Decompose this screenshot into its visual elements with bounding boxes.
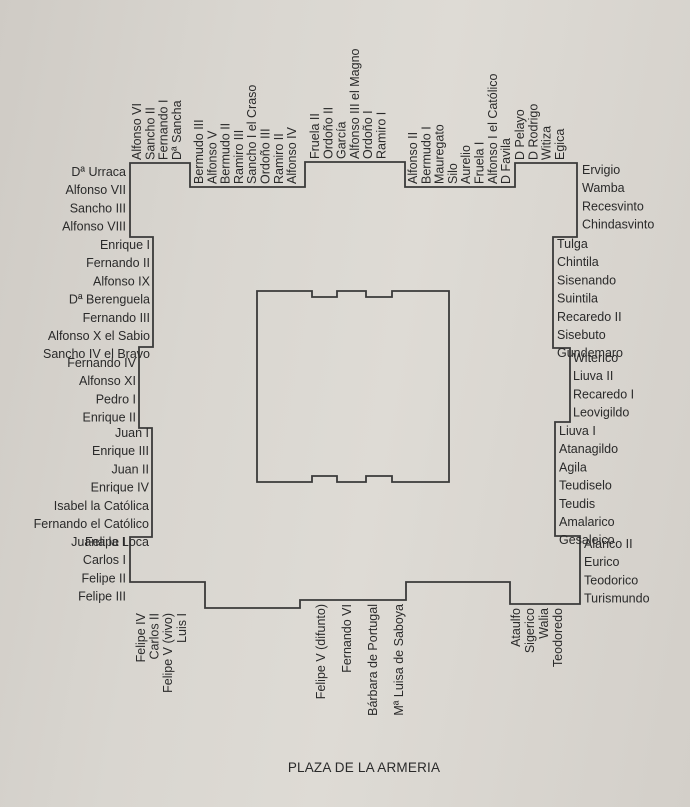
king-label: Fernando el Católico: [34, 517, 149, 531]
king-label: Ervigio: [582, 163, 620, 177]
king-label: Luis I: [175, 613, 189, 643]
king-label: Witerico: [573, 351, 618, 365]
king-label: Alfonso V: [205, 130, 219, 184]
king-label: Alfonso VI: [130, 103, 144, 160]
king-label: Felipe V (difunto): [314, 604, 328, 699]
king-label: Sancho IV el Bravo: [43, 347, 150, 361]
king-label: Carlos II: [148, 613, 162, 660]
king-label: Dª Urraca: [71, 165, 126, 179]
king-label: Alfonso VII: [66, 183, 126, 197]
king-label: Bermudo I: [419, 126, 433, 184]
king-label: Sancho I el Craso: [245, 85, 259, 184]
king-label: Fruela II: [308, 113, 322, 159]
king-label: Liuva II: [573, 369, 613, 383]
king-label: Sisenando: [557, 273, 616, 287]
king-label: Teudiselo: [559, 479, 612, 493]
king-label: Ramiro III: [232, 130, 246, 184]
king-label: Fernando II: [86, 256, 150, 270]
king-label: Alfonso I el Católico: [486, 73, 500, 184]
king-label: Mauregato: [433, 124, 447, 184]
king-label: Felipe IV: [134, 612, 148, 662]
king-label: Suintila: [557, 292, 598, 306]
king-label: Alfonso VIII: [62, 220, 126, 234]
king-label: Aurelio: [459, 145, 473, 184]
king-label: Witiza: [540, 126, 554, 160]
king-label: Recaredo I: [573, 387, 634, 401]
king-label: Fernando IV: [67, 356, 136, 370]
king-label: Mª Luisa de Saboya: [392, 604, 406, 716]
king-label: Alfonso IX: [93, 274, 151, 288]
king-label: Isabel la Católica: [54, 499, 149, 513]
king-label: Eurico: [584, 555, 619, 569]
king-label: Gesaleico: [559, 533, 615, 547]
king-label: Bermudo III: [192, 119, 206, 184]
king-label: Fernando VI: [340, 604, 354, 673]
king-label: Carlos I: [83, 553, 126, 567]
king-label: Alfonso II: [406, 132, 420, 184]
king-label: Alarico II: [584, 537, 633, 551]
king-label: Liuva I: [559, 424, 596, 438]
king-label: Ramiro II: [272, 133, 286, 184]
king-label: Enrique III: [92, 444, 149, 458]
king-label: Atanagildo: [559, 442, 618, 456]
king-label: Walia: [537, 608, 551, 639]
king-label: García: [335, 121, 349, 159]
king-label: Leovigildo: [573, 406, 629, 420]
king-label: Juan II: [111, 462, 149, 476]
king-label: Alfonso IV: [285, 126, 299, 184]
king-label: D Favila: [499, 138, 513, 184]
king-label: D Pelayo: [513, 109, 527, 160]
king-label: Bárbara de Portugal: [366, 604, 380, 716]
palace-outline: [129, 161, 581, 609]
king-label: Alfonso III el Magno: [348, 48, 362, 159]
king-label: Felipe II: [82, 571, 126, 585]
king-label: Recesvinto: [582, 199, 644, 213]
king-label: Teodorico: [584, 573, 638, 587]
king-label: Fernando III: [83, 311, 150, 325]
king-label: Sancho III: [70, 201, 126, 215]
king-label: Dª Sancha: [170, 100, 184, 160]
king-label: Enrique IV: [91, 481, 150, 495]
king-label: Fruela I: [473, 142, 487, 184]
king-label: Wamba: [582, 181, 625, 195]
king-label: Enrique II: [82, 411, 136, 425]
king-label: Sisebuto: [557, 328, 606, 342]
king-label: Dª Berenguela: [69, 293, 150, 307]
king-label: Ordoño II: [321, 107, 335, 159]
courtyard-outline: [256, 290, 450, 483]
king-label: Alfonso X el Sabio: [48, 329, 150, 343]
king-label: Sigerico: [523, 608, 537, 653]
king-label: Tulga: [557, 237, 588, 251]
king-label: Juana la Loca: [71, 535, 149, 549]
king-label: Teodoredo: [551, 608, 565, 667]
king-label: Juan I: [115, 426, 149, 440]
king-label: Ordoño I: [361, 110, 375, 159]
king-label: Chindasvinto: [582, 218, 654, 232]
king-label: Bermudo II: [219, 123, 233, 184]
king-label: Alfonso XI: [79, 374, 136, 388]
king-label: Felipe I: [85, 535, 126, 549]
king-label: Fernando I: [157, 100, 171, 160]
king-label: Recaredo II: [557, 310, 622, 324]
king-label: Turismundo: [584, 592, 650, 606]
king-label: Teudis: [559, 497, 595, 511]
king-label: Enrique I: [100, 238, 150, 252]
king-label: Silo: [446, 163, 460, 184]
king-label: Gundemaro: [557, 346, 623, 360]
plaza-caption: PLAZA DE LA ARMERIA: [288, 760, 440, 775]
king-label: D Rodrigo: [526, 104, 540, 160]
king-label: Pedro I: [96, 392, 136, 406]
king-label: Chintila: [557, 255, 599, 269]
king-label: Ordoño III: [259, 128, 273, 184]
king-label: Felipe III: [78, 590, 126, 604]
king-label: Sancho II: [143, 107, 157, 160]
king-label: Felipe V (vivo): [161, 613, 175, 693]
king-label: Agila: [559, 460, 587, 474]
king-label: Egica: [553, 129, 567, 160]
king-label: Ataulfo: [509, 608, 523, 647]
king-label: Amalarico: [559, 515, 615, 529]
king-label: Ramiro I: [375, 112, 389, 159]
